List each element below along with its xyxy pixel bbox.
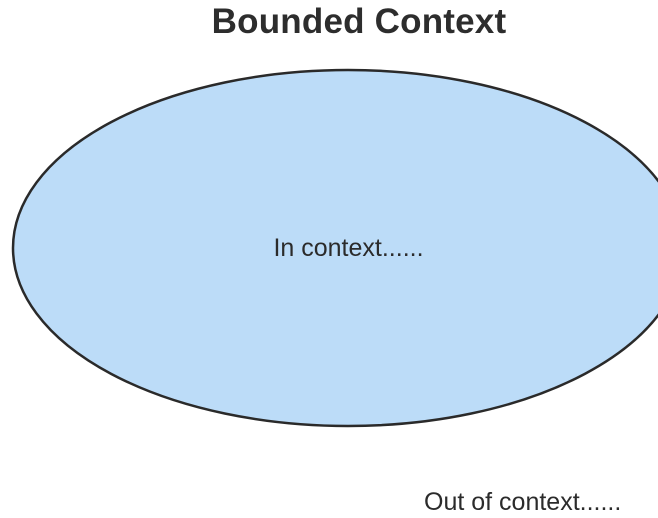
diagram-title: Bounded Context (211, 2, 507, 41)
bounded-context-ellipse (11, 68, 658, 428)
in-context-label: In context...... (273, 234, 424, 262)
out-of-context-label: Out of context...... (424, 488, 622, 516)
